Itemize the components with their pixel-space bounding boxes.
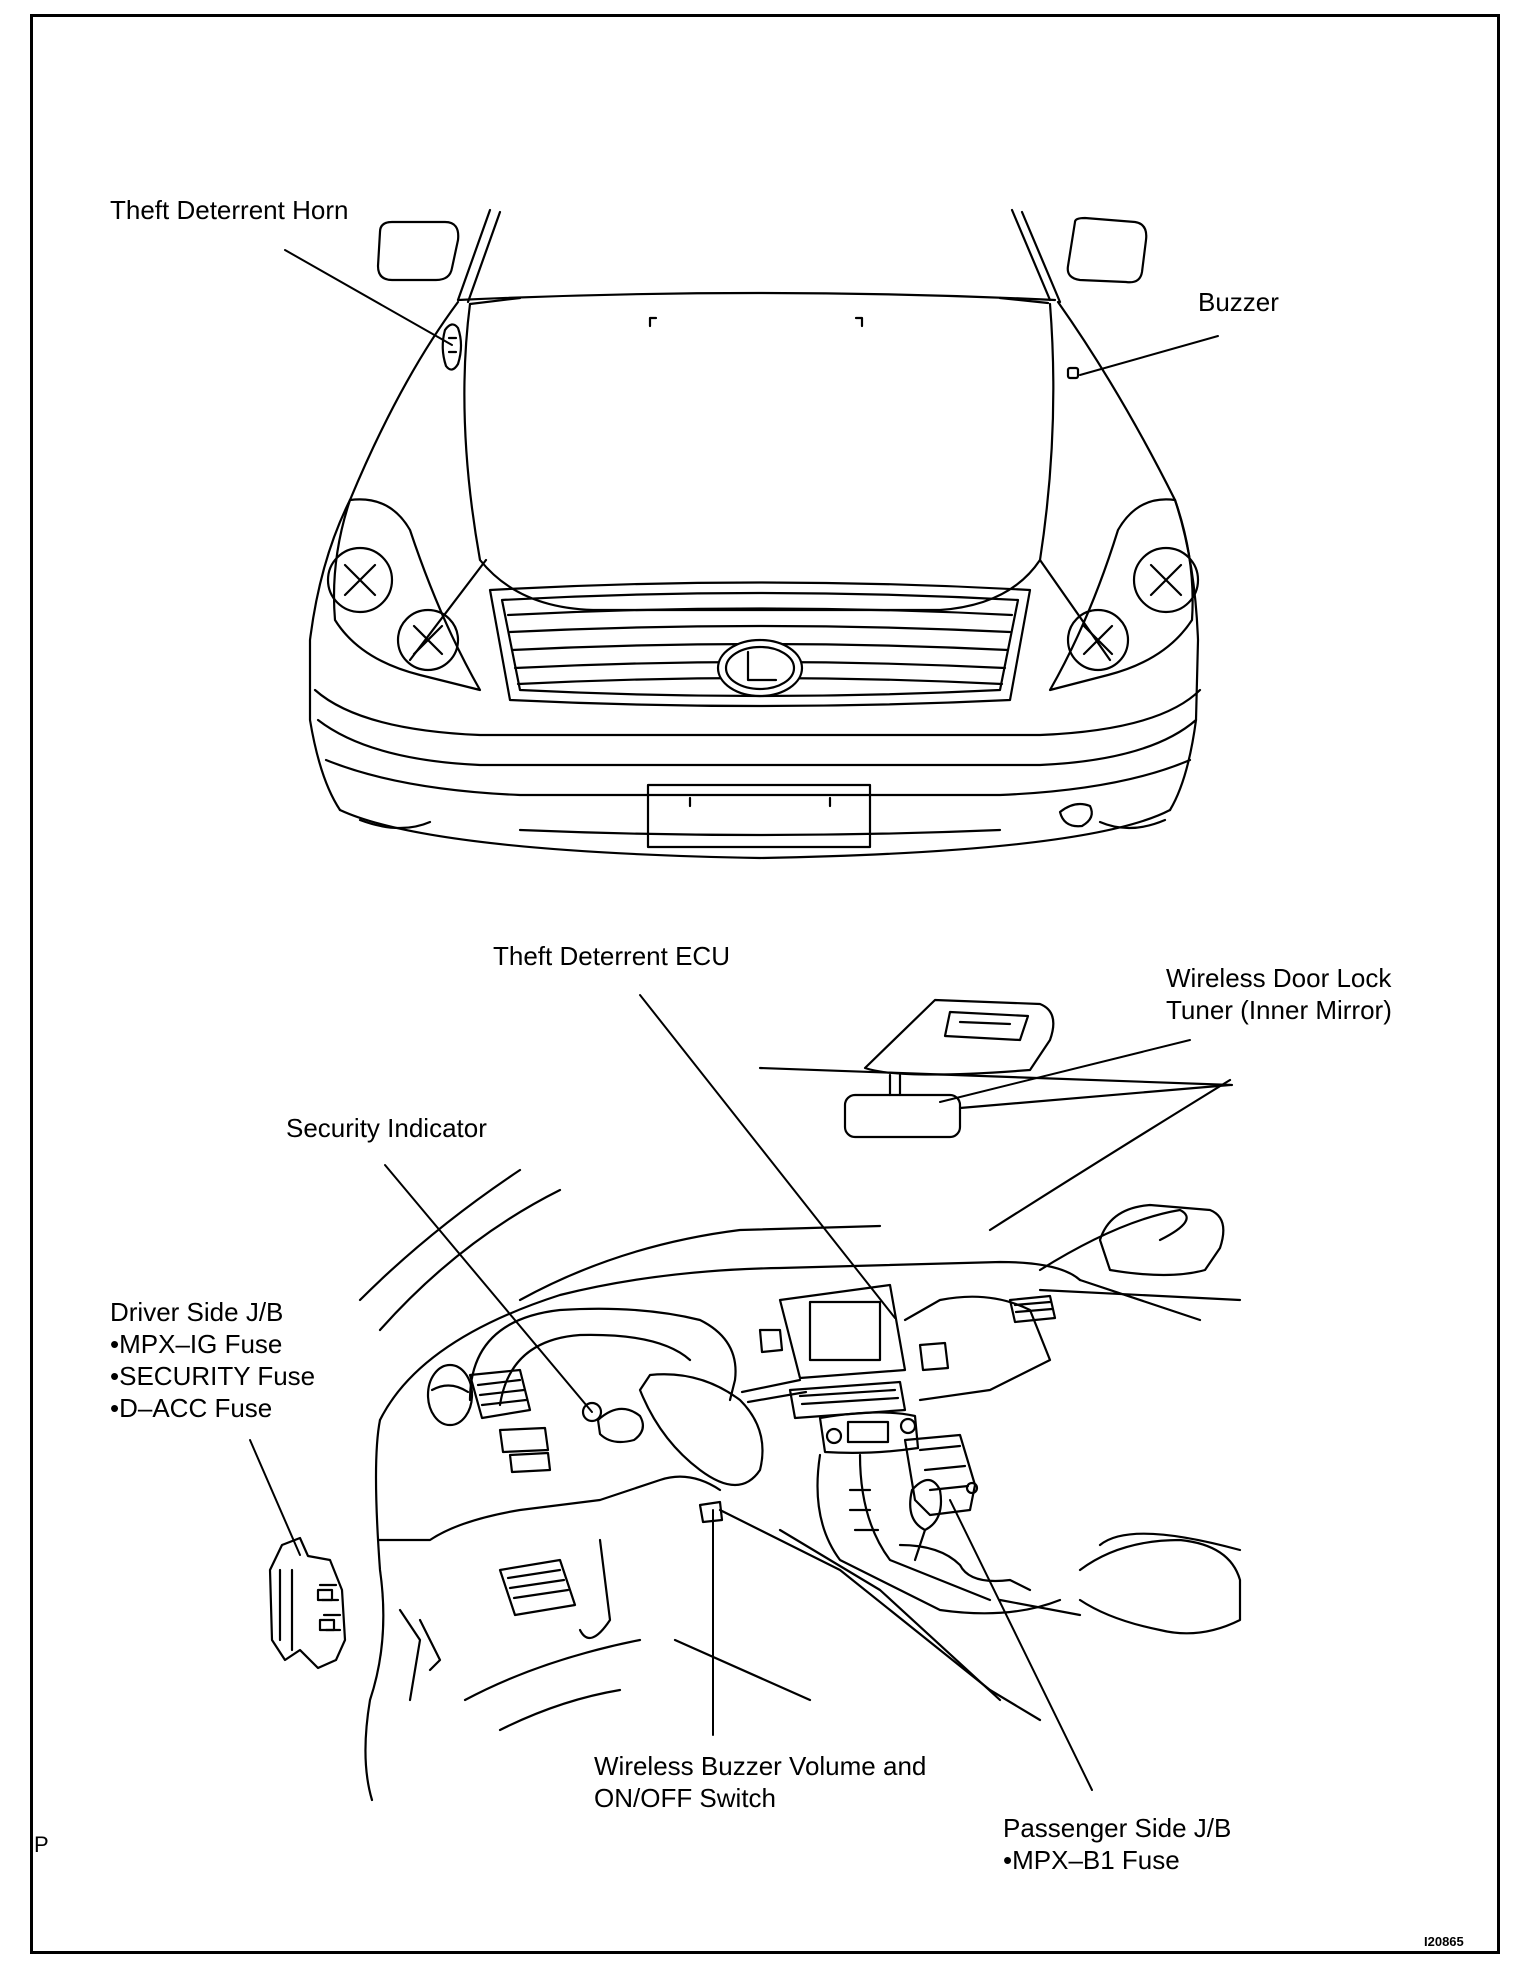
label-line: Tuner (Inner Mirror) xyxy=(1166,995,1392,1025)
leader-tuner xyxy=(939,1039,1191,1103)
label-theft-deterrent-ecu: Theft Deterrent ECU xyxy=(493,941,730,971)
leader-driver-jb xyxy=(249,1439,301,1556)
vehicle-front-drawing xyxy=(308,208,1202,860)
leader-horn xyxy=(284,249,453,346)
label-security-indicator: Security Indicator xyxy=(286,1113,487,1143)
figure-code: I20865 xyxy=(1424,1934,1464,1949)
leader-passenger-jb xyxy=(949,1499,1093,1791)
label-line: ON/OFF Switch xyxy=(594,1783,777,1813)
vehicle-interior-drawing xyxy=(268,998,1242,1802)
leader-lines xyxy=(249,249,1219,1791)
label-line: •MPX–B1 Fuse xyxy=(1003,1845,1180,1875)
label-line: •D–ACC Fuse xyxy=(110,1393,273,1423)
label-line: Passenger Side J/B xyxy=(1003,1813,1232,1843)
label-line: Wireless Buzzer Volume and xyxy=(594,1751,927,1781)
leader-security-indicator xyxy=(384,1164,593,1413)
label-line: •MPX–IG Fuse xyxy=(110,1329,283,1359)
label-passenger-side-jb: Passenger Side J/B •MPX–B1 Fuse xyxy=(1003,1812,1231,1876)
diagram-frame xyxy=(30,14,1500,1954)
side-mark: P xyxy=(34,1832,49,1857)
leader-ecu xyxy=(639,994,896,1319)
label-wireless-door-lock-tuner: Wireless Door Lock Tuner (Inner Mirror) xyxy=(1166,962,1392,1026)
label-line: •SECURITY Fuse xyxy=(110,1361,316,1391)
label-line: Driver Side J/B xyxy=(110,1297,284,1327)
label-buzzer: Buzzer xyxy=(1198,287,1279,317)
leader-buzzer xyxy=(1079,335,1219,376)
label-wireless-buzzer-switch: Wireless Buzzer Volume and ON/OFF Switch xyxy=(594,1750,926,1814)
label-theft-deterrent-horn: Theft Deterrent Horn xyxy=(110,195,349,225)
label-line: Wireless Door Lock xyxy=(1166,963,1392,993)
label-driver-side-jb: Driver Side J/B •MPX–IG Fuse •SECURITY F… xyxy=(110,1296,315,1424)
